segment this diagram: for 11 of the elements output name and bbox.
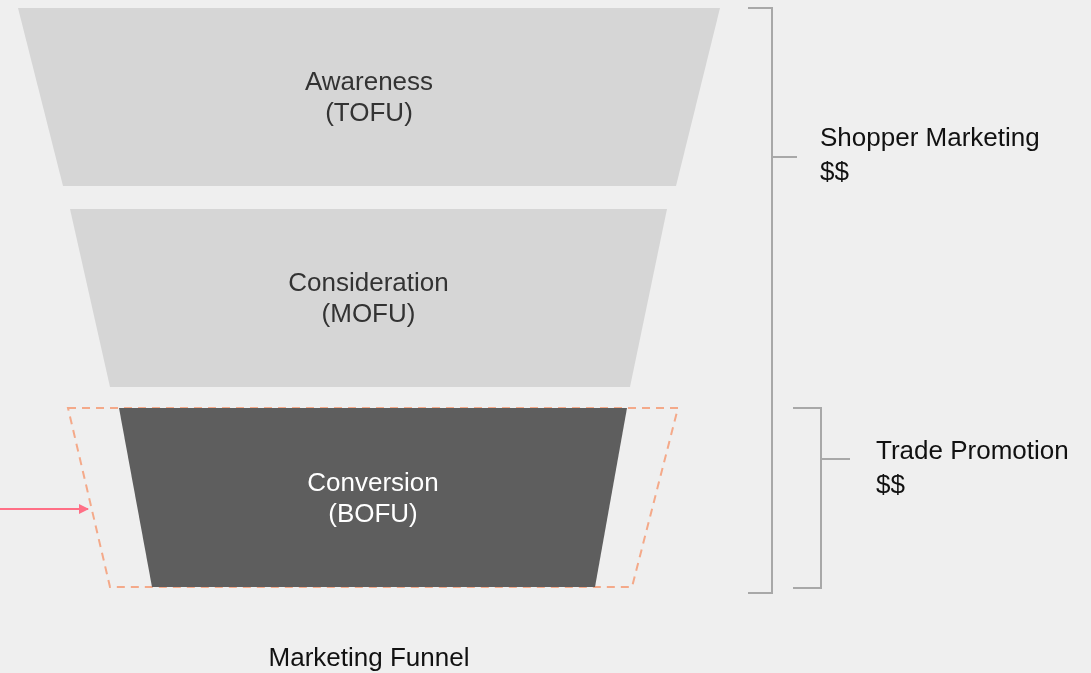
funnel-stage [18,8,720,186]
funnel-stage [70,209,667,387]
stage-label: Consideration (MOFU) [287,267,450,329]
bracket-label: Trade Promotion $$ [876,434,1070,501]
stage-label: Awareness (TOFU) [303,66,435,128]
caption: Marketing Funnel [268,642,470,672]
arrow [0,504,89,514]
stage-label: Conversion (BOFU) [306,466,440,529]
funnel-stage [119,408,627,587]
bracket-label: Shopper Marketing $$ [820,121,1041,188]
dashed-highlight-outline [68,408,678,587]
